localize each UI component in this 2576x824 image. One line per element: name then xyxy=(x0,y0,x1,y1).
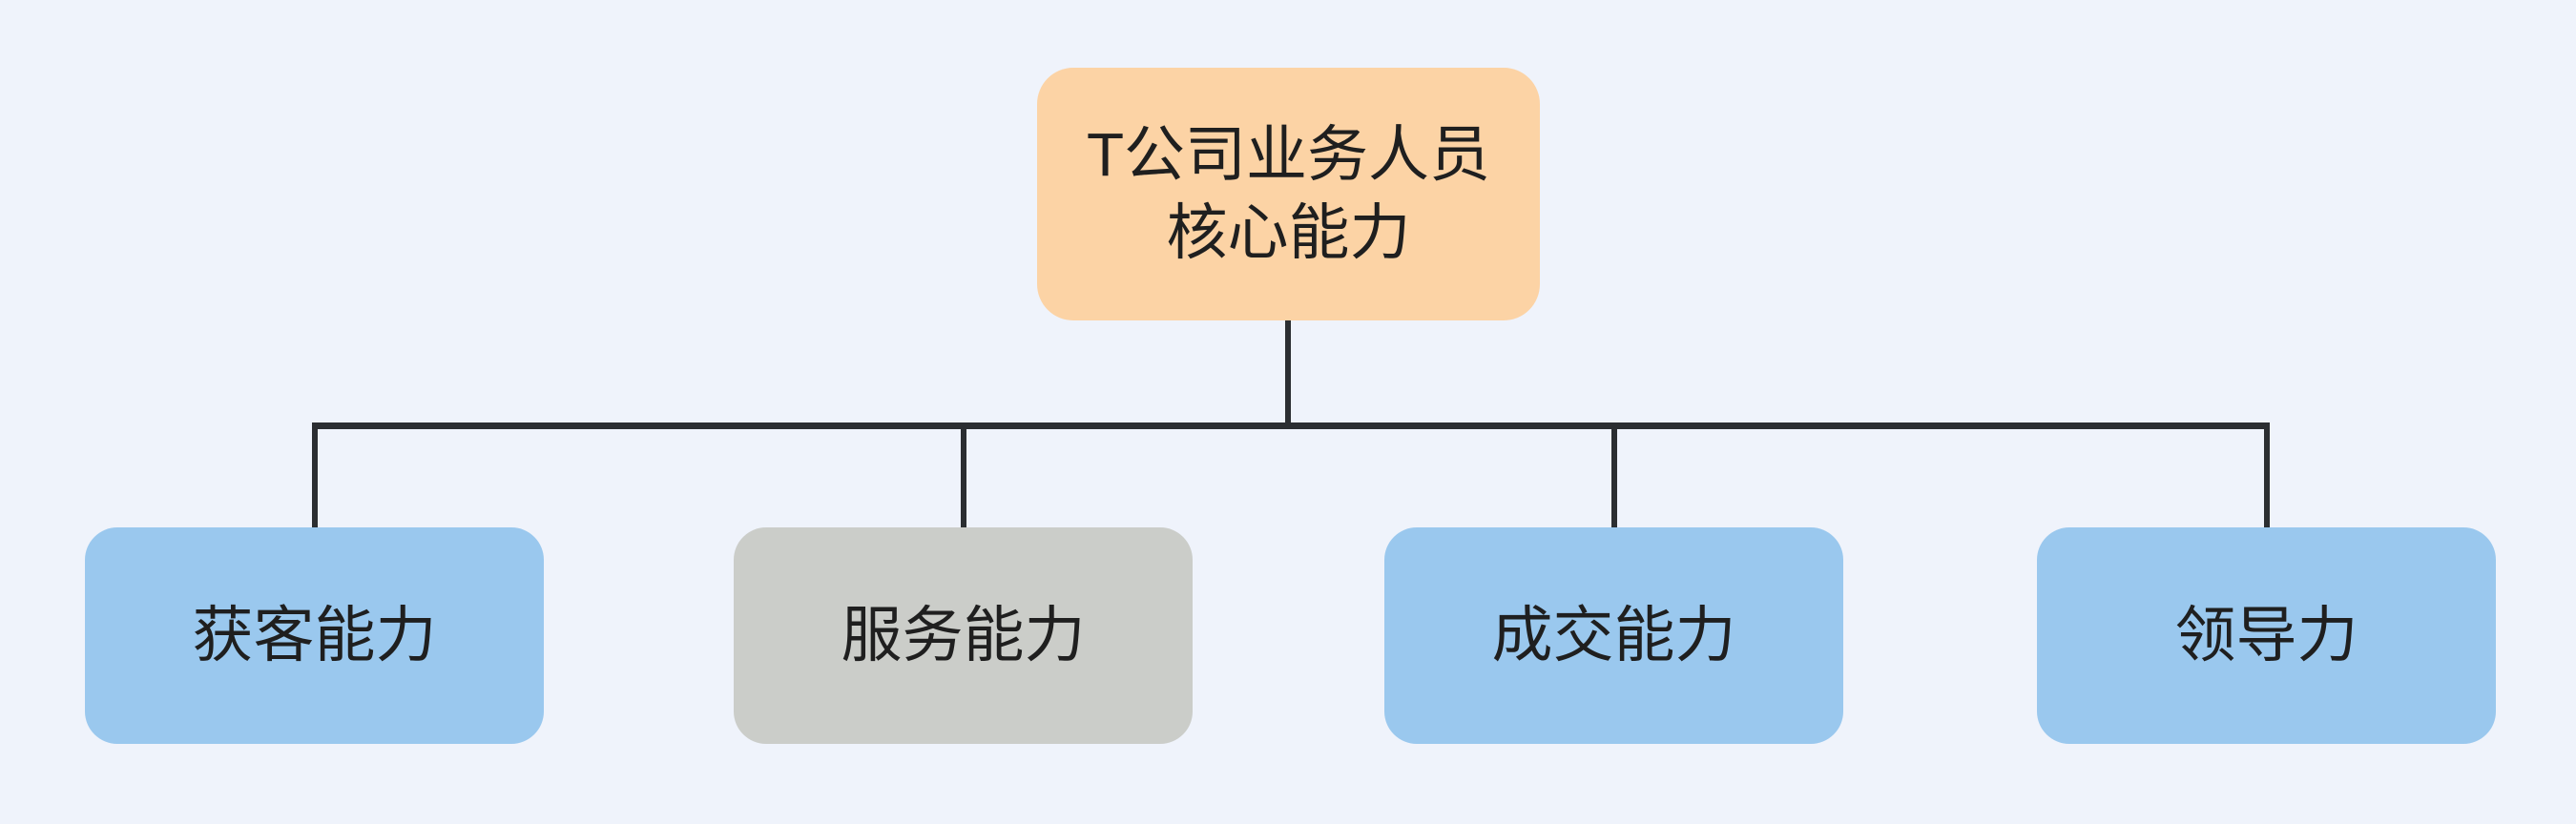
child-node-2-label: 服务能力 xyxy=(841,601,1086,670)
root-node[interactable]: T公司业务人员 核心能力 xyxy=(1037,68,1540,320)
connector-drop-3 xyxy=(1611,422,1617,527)
connector-drop-1 xyxy=(312,422,318,527)
child-node-3[interactable]: 成交能力 xyxy=(1384,527,1843,744)
connector-drop-2 xyxy=(961,422,966,527)
child-node-1[interactable]: 获客能力 xyxy=(85,527,544,744)
root-node-label: T公司业务人员 核心能力 xyxy=(1086,119,1491,267)
connector-root-stem xyxy=(1285,320,1291,429)
child-node-4[interactable]: 领导力 xyxy=(2037,527,2496,744)
connector-horizontal-rail xyxy=(312,422,2270,429)
child-node-4-label: 领导力 xyxy=(2174,601,2358,670)
child-node-3-label: 成交能力 xyxy=(1491,601,1736,670)
child-node-2[interactable]: 服务能力 xyxy=(734,527,1193,744)
child-node-1-label: 获客能力 xyxy=(192,601,437,670)
connector-drop-4 xyxy=(2264,422,2270,527)
